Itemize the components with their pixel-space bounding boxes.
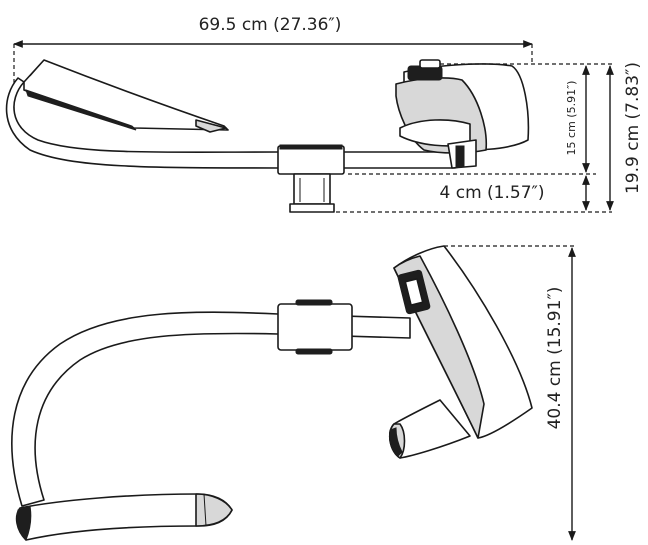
top-view: 40.4 cm (15.91″) bbox=[11, 245, 576, 541]
display-head-top bbox=[388, 245, 533, 459]
clamp-top bbox=[277, 299, 353, 355]
base-height-label: 4 cm (1.57″) bbox=[440, 183, 545, 203]
depth-label: 40.4 cm (15.91″) bbox=[545, 287, 565, 430]
head-height-label: 15 cm (5.91″) bbox=[565, 81, 578, 156]
camera-head-side bbox=[23, 59, 229, 133]
depth-dimension: 40.4 cm (15.91″) bbox=[444, 245, 576, 541]
side-view: 69.5 cm (27.36″) bbox=[5, 15, 643, 213]
display-head-side bbox=[395, 59, 530, 169]
camera-head-top bbox=[15, 493, 233, 541]
clamp-side bbox=[277, 144, 345, 213]
height-dimensions: 15 cm (5.91″) 19.9 cm (7.83″) 4 cm (1.57… bbox=[336, 62, 643, 213]
arm-top bbox=[11, 311, 411, 507]
total-height-label: 19.9 cm (7.83″) bbox=[623, 62, 643, 194]
length-label: 69.5 cm (27.36″) bbox=[199, 15, 342, 35]
